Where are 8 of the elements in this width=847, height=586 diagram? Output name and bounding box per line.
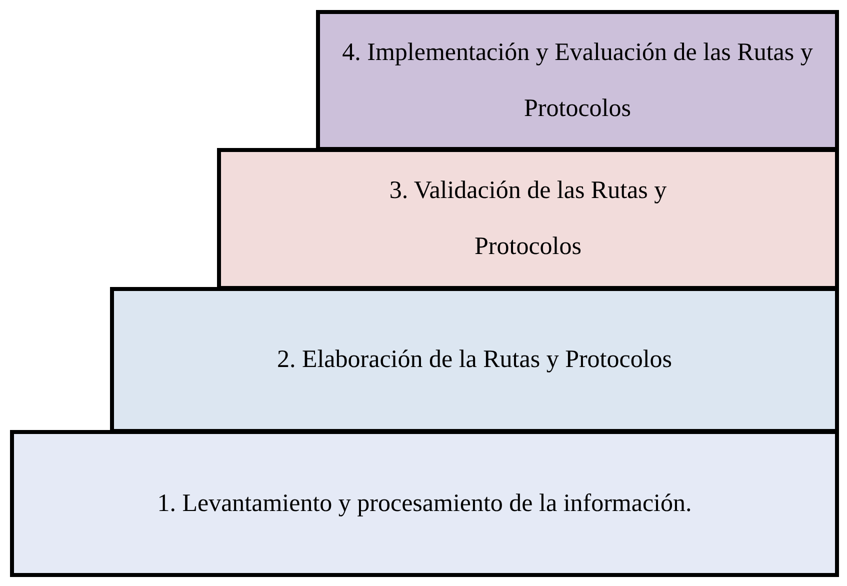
step-label: 3. Validación de las Rutas y Protocolos xyxy=(388,176,668,262)
step-box xyxy=(110,287,839,433)
step-box xyxy=(316,10,839,151)
step-label: 4. Implementación y Evaluación de las Rutas y Protocolos xyxy=(341,38,814,124)
step-label: 2. Elaboración de la Rutas y Protocolos xyxy=(276,345,672,375)
step-box xyxy=(10,430,839,577)
step-box xyxy=(217,148,839,290)
step-label: 1. Levantamiento y procesamiento de la información. xyxy=(157,488,692,518)
